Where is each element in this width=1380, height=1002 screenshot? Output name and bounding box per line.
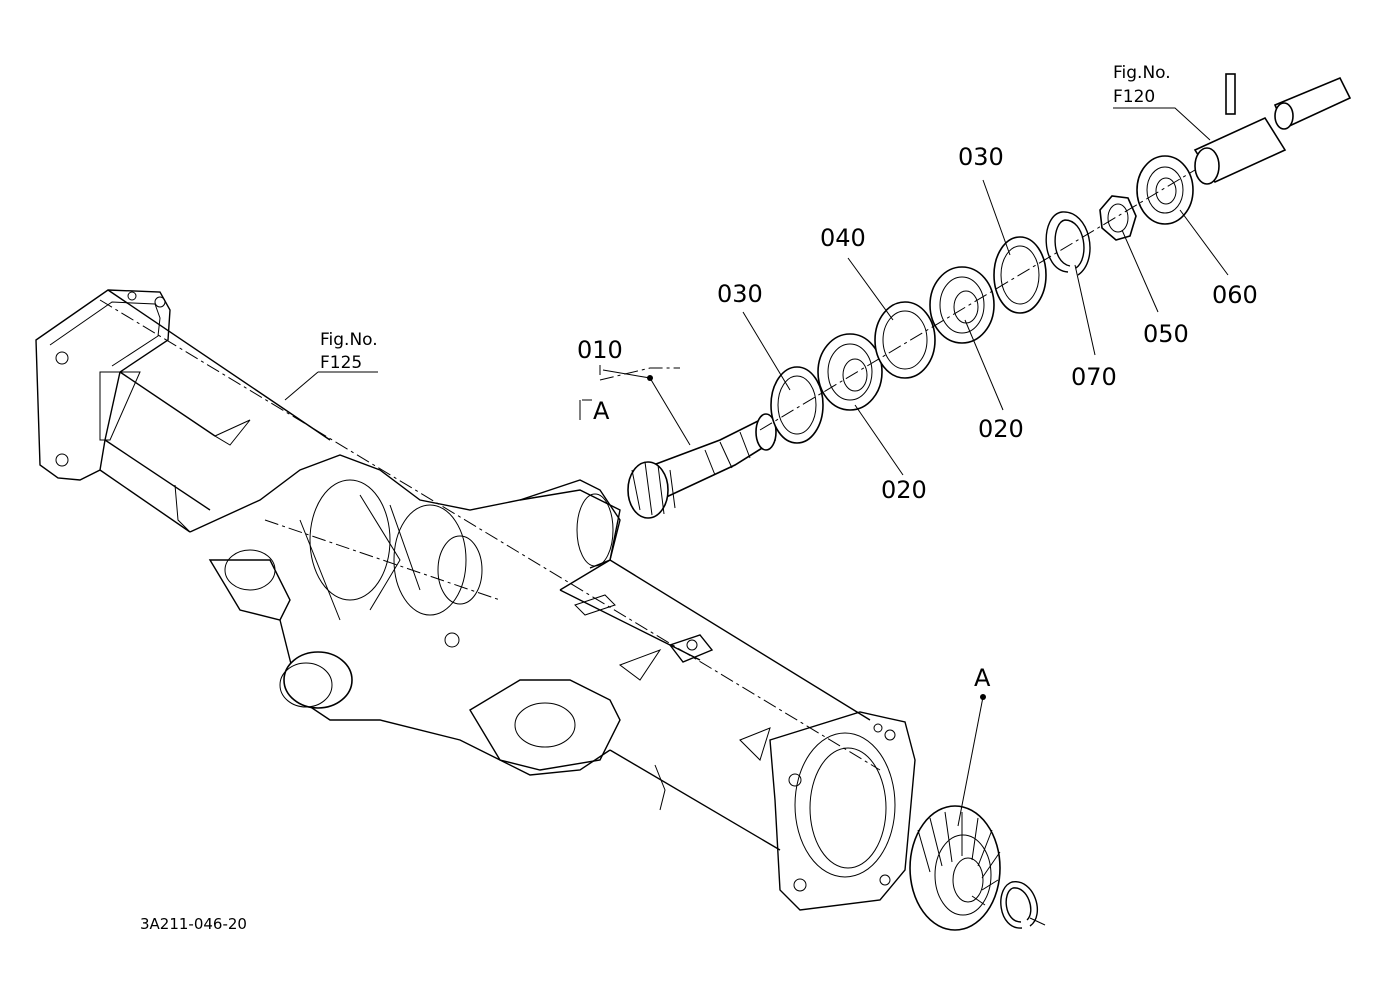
axle-housing <box>35 289 916 911</box>
leader-lines <box>284 107 1229 926</box>
oil-seal-060 <box>1136 155 1194 225</box>
detail-marker-ring-gear: A <box>974 664 991 692</box>
callout-050: 050 <box>1143 320 1189 348</box>
callout-020-right: 020 <box>978 415 1024 443</box>
lock-nut-050 <box>1099 195 1137 241</box>
callout-070: 070 <box>1071 363 1117 391</box>
coupling-sleeve <box>1193 73 1352 185</box>
callout-010: 010 <box>577 336 623 364</box>
callout-040: 040 <box>820 224 866 252</box>
callout-060: 060 <box>1212 281 1258 309</box>
collar-040 <box>874 301 936 379</box>
fig-ref-f125-code: F125 <box>320 353 362 373</box>
fig-ref-f120-code: F120 <box>1113 87 1155 107</box>
bearing-020-left <box>817 333 883 411</box>
callout-030-right: 030 <box>958 143 1004 171</box>
callout-030-left: 030 <box>717 280 763 308</box>
snap-ring-070 <box>1045 211 1091 276</box>
pinion-shaft-010 <box>627 413 777 519</box>
fig-ref-f120-label: Fig.No. <box>1113 63 1171 83</box>
drawing-code: 3A211-046-20 <box>140 915 247 933</box>
detail-marker-shaft: A <box>593 397 610 425</box>
ring-gear-snap-ring <box>1000 881 1039 929</box>
ring-gear <box>909 805 1001 931</box>
bearing-020-right <box>929 266 995 344</box>
fig-ref-f125: Fig.No. F125 <box>320 330 378 373</box>
spacer-030-left <box>770 366 824 444</box>
fig-ref-f120: Fig.No. F120 <box>1113 63 1171 107</box>
fig-ref-f125-label: Fig.No. <box>320 330 378 350</box>
callout-020-left: 020 <box>881 476 927 504</box>
